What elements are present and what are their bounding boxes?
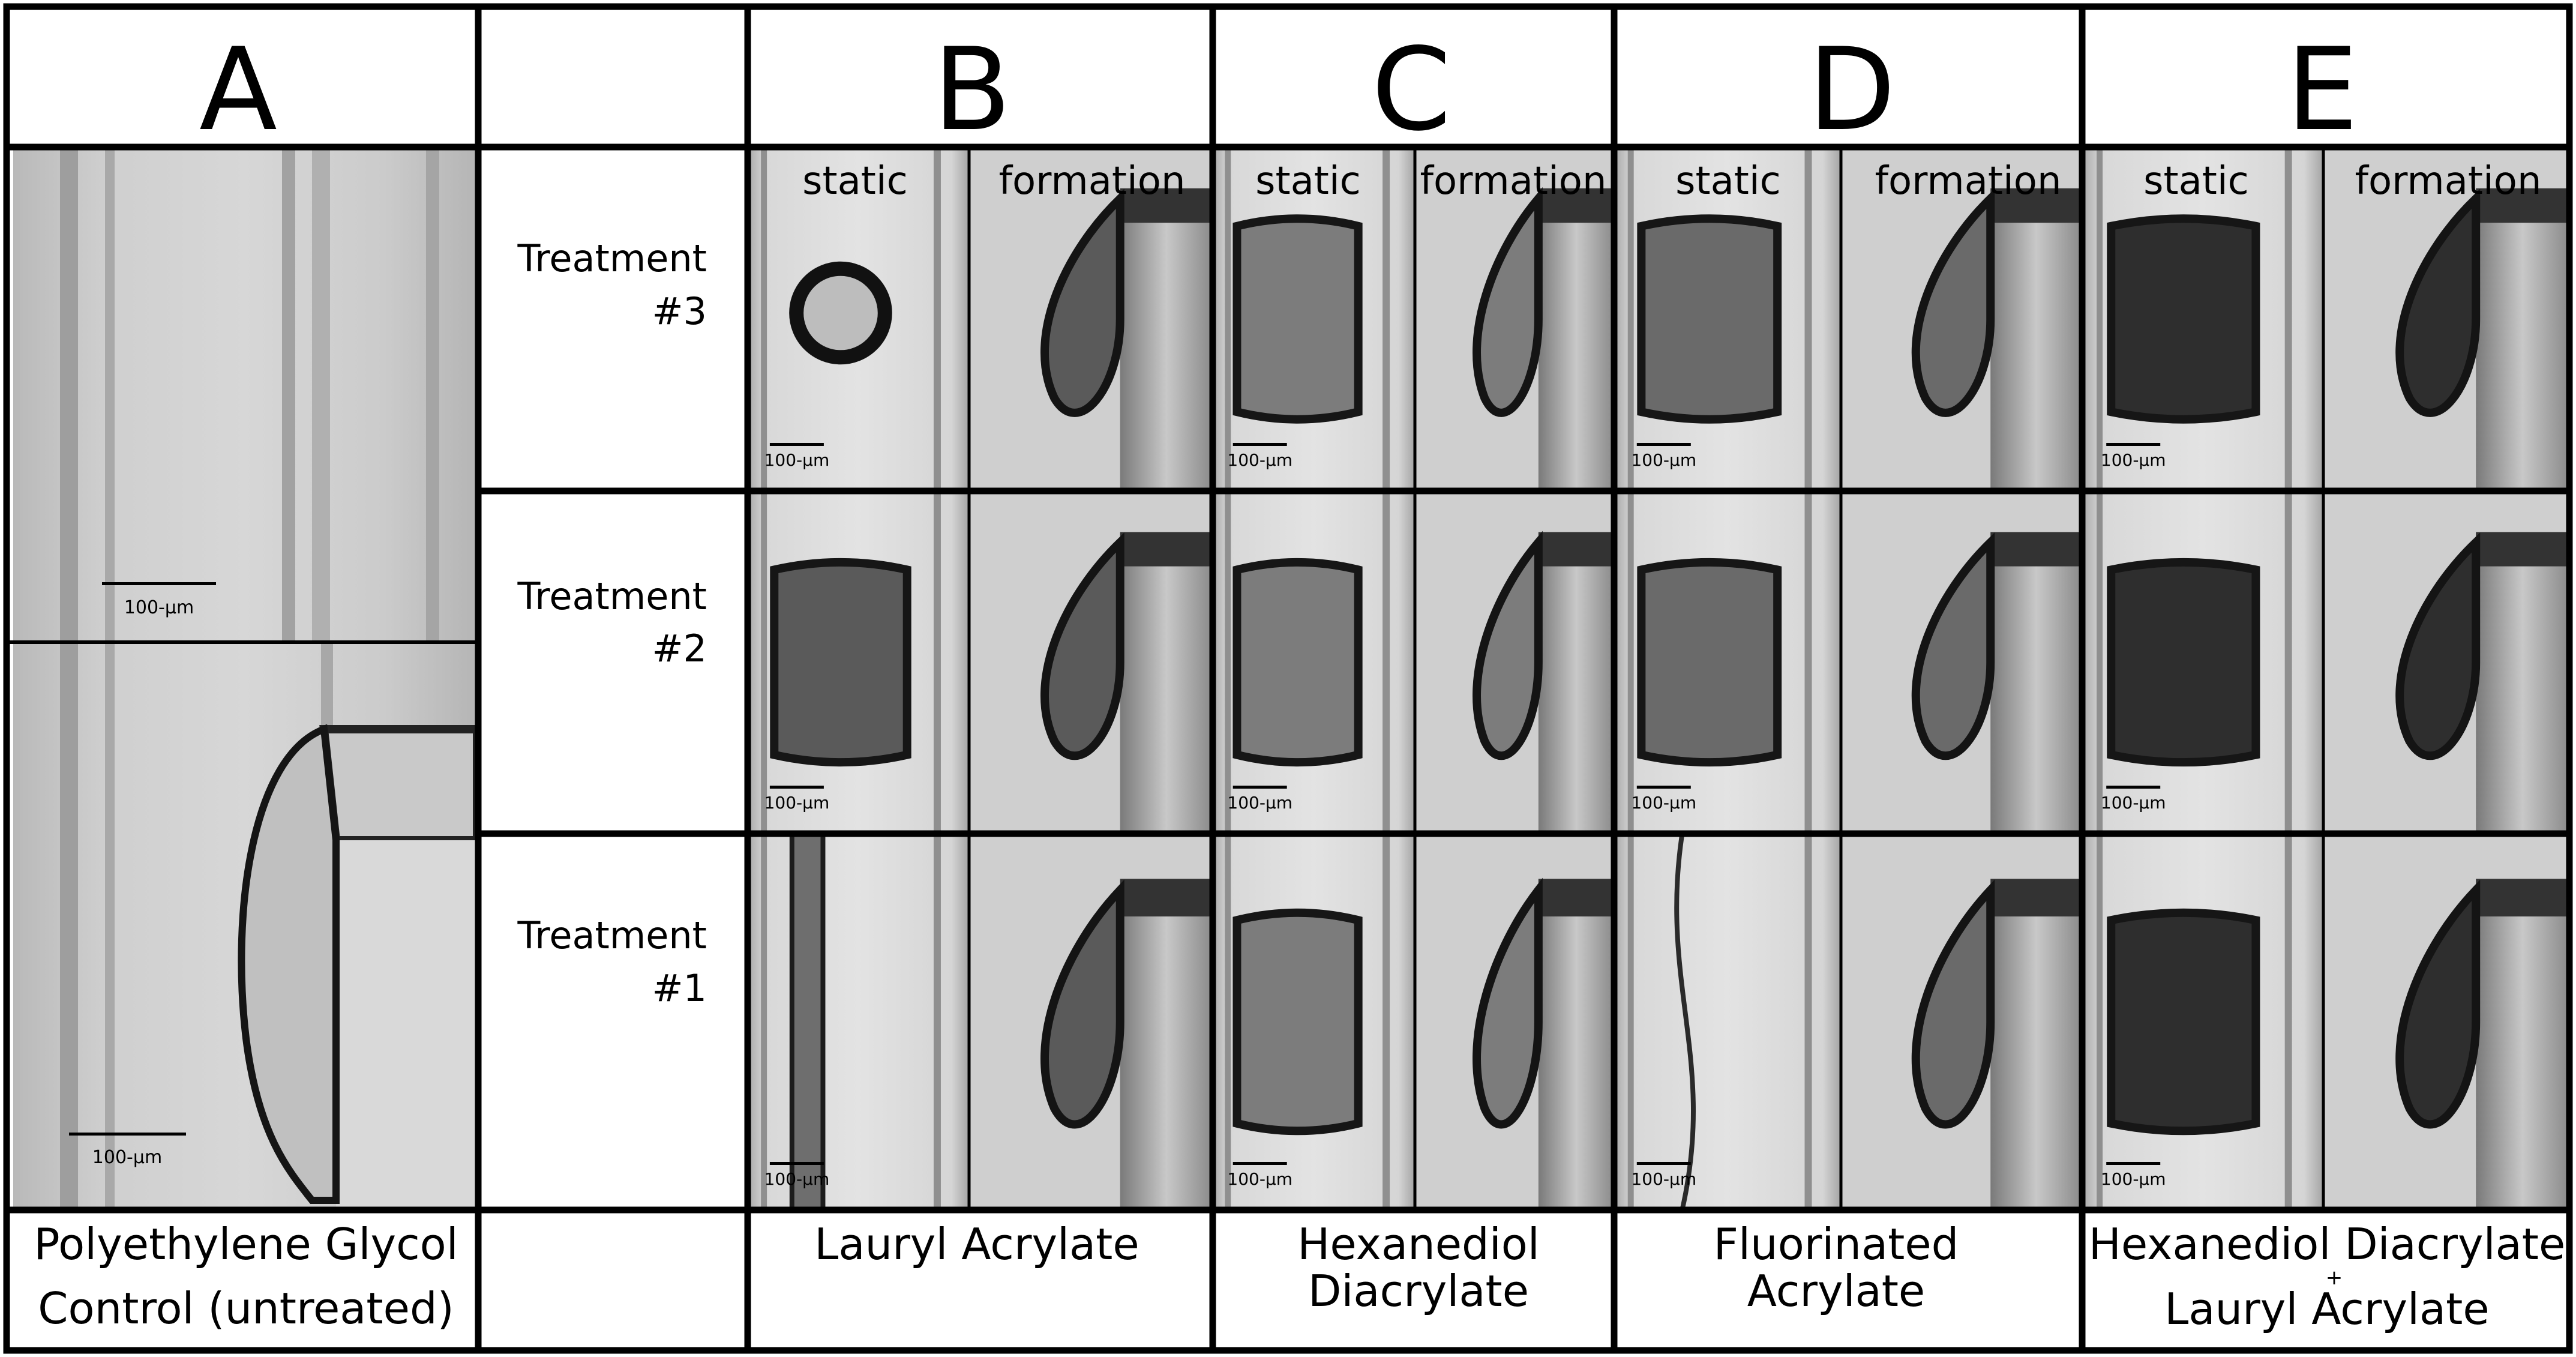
scale-bar-label-a-top: 100-µm <box>124 597 194 618</box>
scale-bar-label-c-2: 100-µm <box>1227 1169 1293 1189</box>
scale-bar-label-b-2: 100-µm <box>764 1169 830 1189</box>
subpanel-label-b-static: static <box>802 159 908 203</box>
subpanel-label-d-static: static <box>1675 159 1781 203</box>
subpanel-label-b-formation: formation <box>998 159 1185 203</box>
row-label-treatment-1-number: #1 <box>652 966 707 1010</box>
caption-d-line-1: Fluorinated <box>1714 1219 1959 1269</box>
caption-c-line-1: Hexanediol <box>1297 1219 1540 1269</box>
row-label-treatment-2-number: #2 <box>652 627 707 670</box>
caption-a-line-2: Control (untreated) <box>38 1283 454 1334</box>
row-label-treatment-3-number: #3 <box>652 289 707 333</box>
column-header-a: A <box>199 23 277 156</box>
scale-bar-label-d-1: 100-µm <box>1631 793 1696 813</box>
column-header-b: B <box>933 23 1011 156</box>
caption-e-line-2: Lauryl Acrylate <box>2164 1284 2489 1334</box>
scale-bar-label-b-1: 100-µm <box>764 793 830 813</box>
subpanel-label-d-formation: formation <box>1875 159 2061 203</box>
panel-a-photo-bottom <box>13 643 481 1208</box>
scale-bar-label-c-0: 100-µm <box>1227 450 1293 470</box>
scale-bar-label-c-1: 100-µm <box>1227 793 1293 813</box>
scale-bar-labels-grid: 100-µm 100-µm 100-µm 100-µm 100-µm 100-µm 100-… <box>764 450 2166 1189</box>
subpanel-label-e-static: static <box>2143 159 2249 203</box>
caption-d-line-2: Acrylate <box>1747 1266 1925 1316</box>
subpanel-label-c-static: static <box>1255 159 1361 203</box>
row-label-treatment-3: Treatment <box>517 236 707 280</box>
column-header-c: C <box>1372 23 1452 156</box>
row-label-treatment-2: Treatment <box>517 574 707 618</box>
static-photo-b-2 <box>748 834 969 1210</box>
subpanel-label-e-formation: formation <box>2355 159 2541 203</box>
microscopy-photos <box>748 147 2569 1212</box>
row-label-treatment-1: Treatment <box>517 913 707 957</box>
caption-a-line-1: Polyethylene Glycol <box>34 1219 458 1269</box>
scale-bar-label-a-bottom: 100-µm <box>92 1147 162 1168</box>
figure-grid <box>3 3 2573 1354</box>
subpanel-label-c-formation: formation <box>1420 159 1606 203</box>
scale-bar-label-e-1: 100-µm <box>2101 793 2166 813</box>
panel-a-photo-top <box>13 149 477 641</box>
column-header-e: E <box>2286 23 2358 156</box>
scale-bar-label-e-2: 100-µm <box>2101 1169 2166 1189</box>
caption-b: Lauryl Acrylate <box>814 1219 1139 1269</box>
scale-bar-label-b-0: 100-µm <box>764 450 830 470</box>
scale-bar-label-d-0: 100-µm <box>1631 450 1696 470</box>
scale-bar-label-e-0: 100-µm <box>2101 450 2166 470</box>
caption-e-line-1: Hexanediol Diacrylate <box>2089 1219 2566 1269</box>
column-header-d: D <box>1808 23 1896 156</box>
static-photo-d-2 <box>1614 834 1841 1210</box>
caption-e-plus: + <box>2326 1266 2343 1290</box>
scale-bar-label-d-2: 100-µm <box>1631 1169 1696 1189</box>
caption-c-line-2: Diacrylate <box>1308 1266 1529 1316</box>
